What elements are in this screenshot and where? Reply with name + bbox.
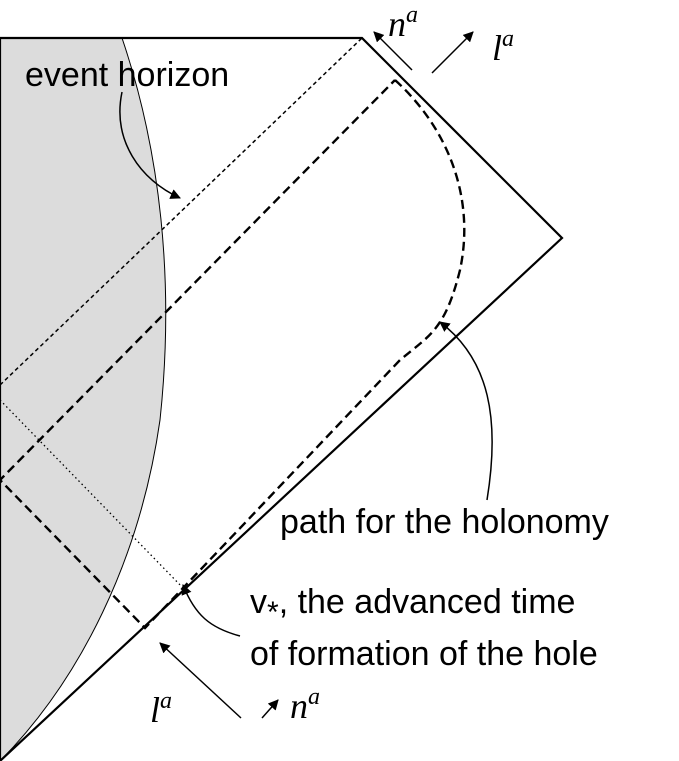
holonomy-path-label: path for the holonomy [280,503,609,541]
event-horizon-pointer [119,91,181,199]
n-top-superscript: a [406,2,418,28]
v-star-desc-line2: of formation of the hole [250,635,598,673]
v-star-symbol: v [250,583,267,621]
l-bottom-arrow [159,642,242,719]
l-top-base: l [492,28,502,68]
l-top-arrow [431,31,474,74]
v-star-label: v*, the advanced time [250,583,575,629]
v-star-pointer [181,584,241,637]
penrose-boundary [0,36,564,761]
l-top-superscript: a [502,26,514,52]
n-top-arrow [373,31,413,71]
n-bottom-superscript: a [308,684,320,710]
l-bottom-label: la [150,688,172,730]
v-star-dotted-line [0,399,186,591]
v-star-desc-line1: , the advanced time [279,583,576,621]
holonomy-pointer [439,321,493,501]
n-top-base: n [388,4,406,44]
matter-boundary-curve [0,37,167,761]
shaded-matter-region [0,38,166,761]
l-top-label: la [492,26,514,68]
l-bottom-base: l [150,690,160,730]
n-bottom-label: na [290,684,320,726]
event-horizon-label: event horizon [25,56,229,94]
l-bottom-superscript: a [160,688,172,714]
holonomy-path [0,79,466,630]
n-bottom-arrow [261,699,279,719]
n-bottom-base: n [290,686,308,726]
v-star-subscript: * [267,596,279,629]
n-top-label: na [388,2,418,44]
